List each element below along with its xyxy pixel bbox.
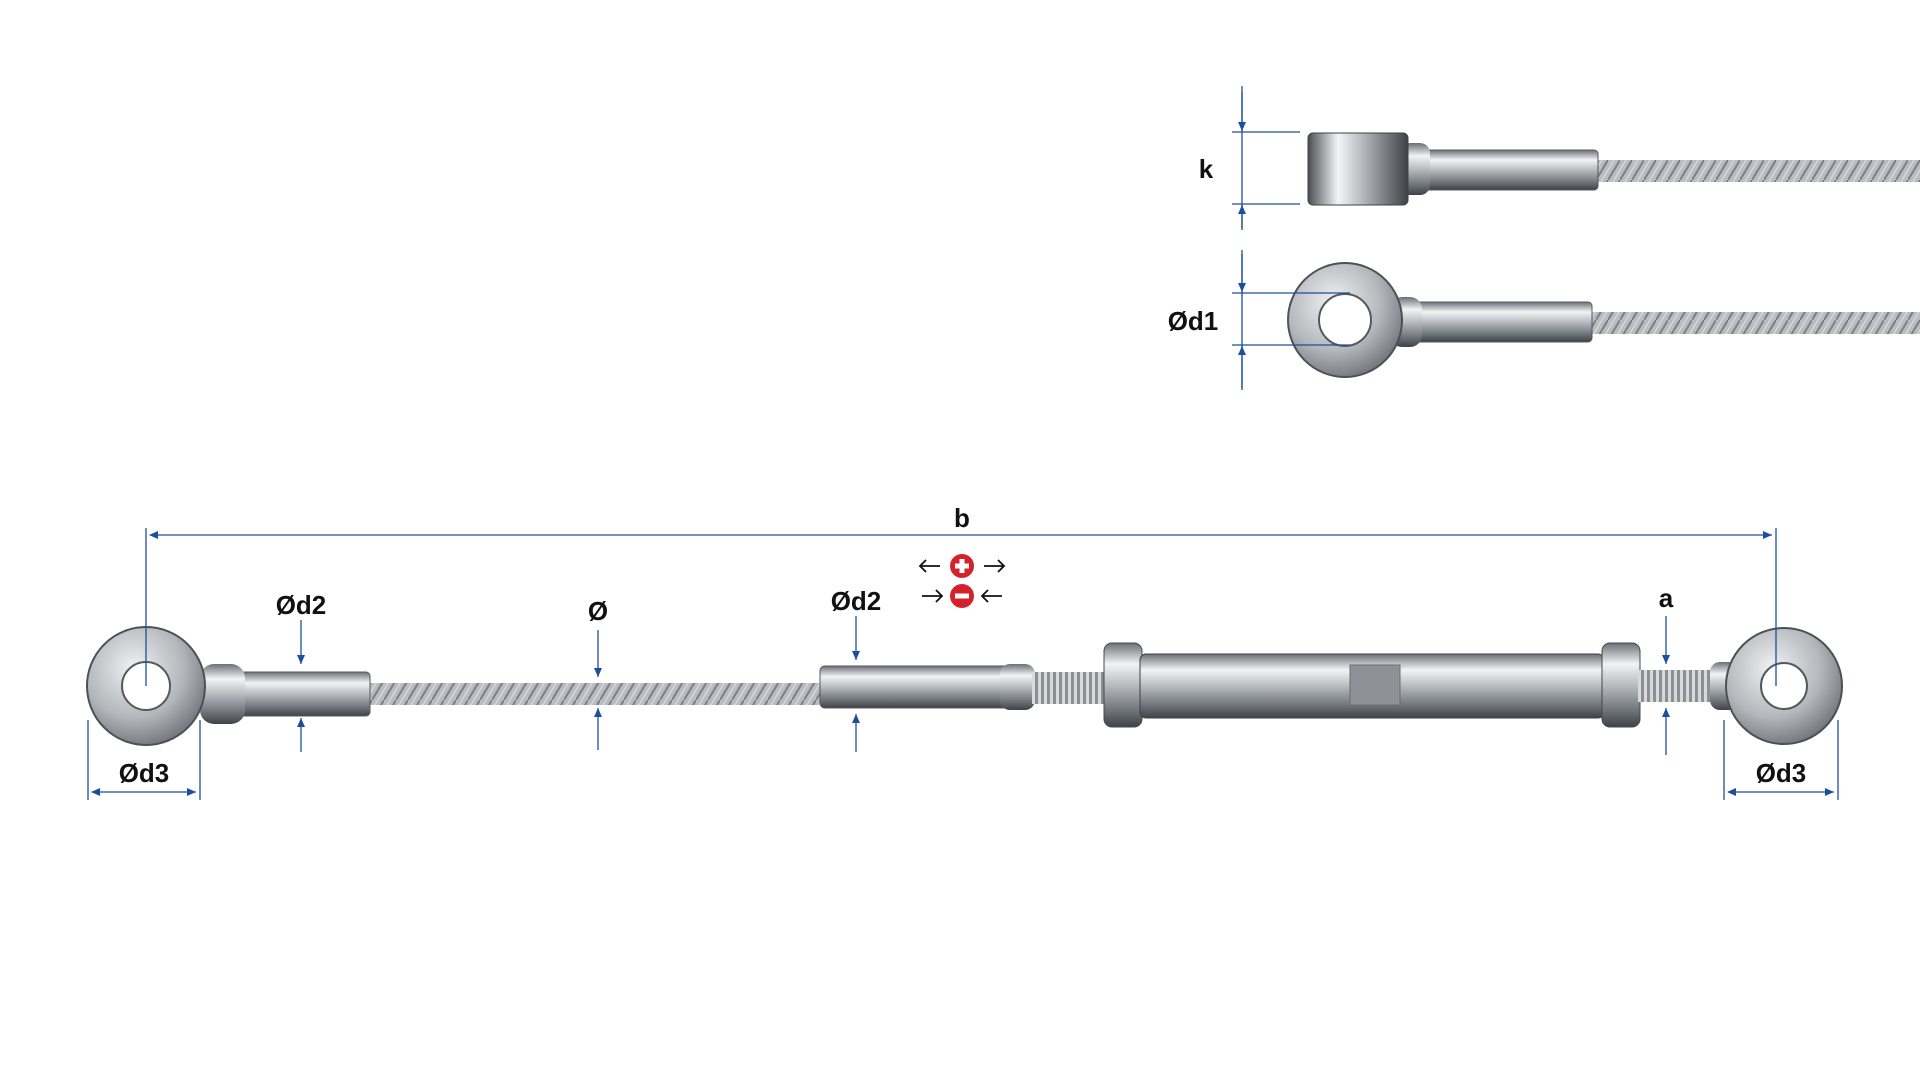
- adjust-symbol: [918, 554, 1006, 608]
- lengthen-arrows: [918, 559, 1006, 573]
- top-view-assembly: [1287, 262, 1920, 378]
- shorten-arrows: [922, 589, 1002, 603]
- label-cable-diameter: Ø: [588, 596, 608, 626]
- left-sleeve: [237, 671, 371, 717]
- main-assembly: [86, 626, 1843, 746]
- plus-circle-icon: [950, 554, 974, 578]
- top-view-eye-hole: [1318, 293, 1372, 347]
- sleeve-neck: [1000, 664, 1035, 710]
- label-d1: Ød1: [1168, 306, 1219, 336]
- dimension-d3-right: [1723, 720, 1839, 800]
- dimension-d1: [1232, 250, 1350, 390]
- right-sleeve: [819, 665, 1011, 709]
- top-view-cable: [1590, 312, 1920, 334]
- dimension-k: [1232, 86, 1300, 230]
- side-view-assembly: [1307, 132, 1920, 206]
- dimension-b: [145, 528, 1777, 686]
- label-b: b: [954, 503, 970, 533]
- top-view-sleeve: [1411, 301, 1593, 343]
- right-nut: [1601, 642, 1641, 728]
- label-d3-left: Ød3: [119, 758, 170, 788]
- minus-circle-icon: [950, 584, 974, 608]
- left-neck: [200, 664, 245, 724]
- label-d2-right: Ød2: [831, 586, 882, 616]
- turnbuckle-slot: [1349, 664, 1401, 706]
- label-d3-right: Ød3: [1756, 758, 1807, 788]
- dimension-d3-left: [87, 720, 201, 800]
- right-eye-hole: [1760, 662, 1808, 710]
- side-view-eye-block: [1307, 132, 1409, 206]
- label-a: a: [1659, 583, 1674, 613]
- left-thread: [1032, 672, 1110, 704]
- side-view-cable: [1596, 160, 1920, 182]
- side-view-sleeve: [1419, 149, 1599, 191]
- right-thread: [1638, 670, 1720, 702]
- left-nut: [1103, 642, 1143, 728]
- main-cable: [365, 683, 825, 705]
- label-d2-left: Ød2: [276, 590, 327, 620]
- label-k: k: [1199, 154, 1214, 184]
